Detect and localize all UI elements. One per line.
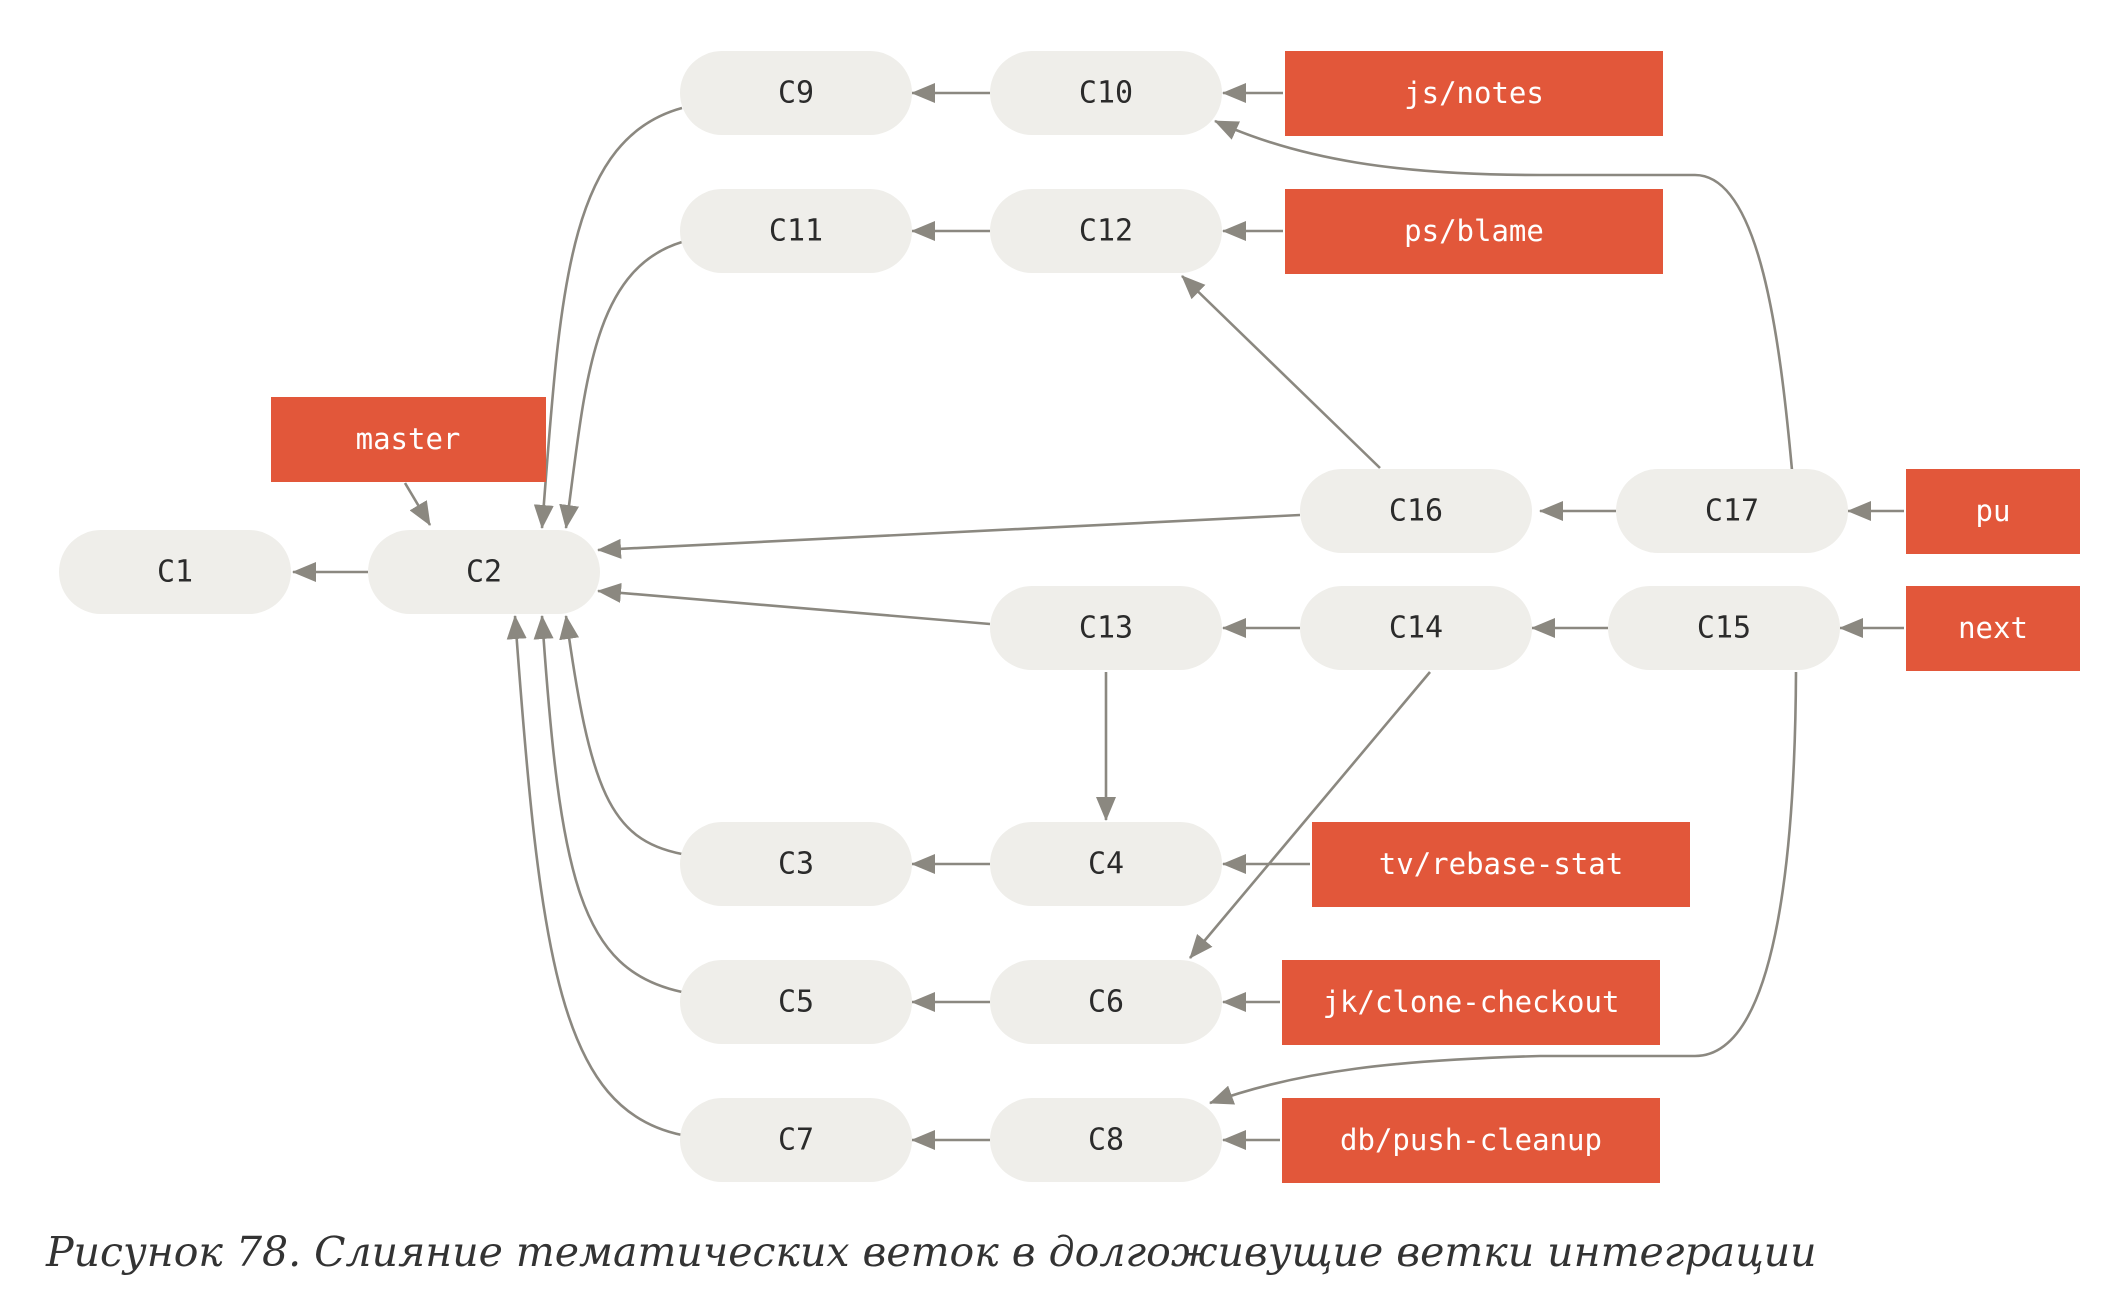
edge-c15-c8 xyxy=(1209,671,1798,1105)
commits: C1 C2 C3 C4 C5 C6 C7 C8 xyxy=(59,51,1848,1182)
commit-label: C12 xyxy=(1079,214,1133,249)
commit-c5[interactable]: C5 xyxy=(680,960,912,1044)
edge-c5-c2 xyxy=(533,615,683,994)
edge-c13-c2 xyxy=(597,582,991,626)
commit-c16[interactable]: C16 xyxy=(1300,469,1532,553)
commit-label: C11 xyxy=(769,214,823,249)
commit-c15[interactable]: C15 xyxy=(1608,586,1840,670)
commit-c12[interactable]: C12 xyxy=(990,189,1222,273)
commit-label: C3 xyxy=(778,847,814,882)
edge-c16-c12 xyxy=(1181,275,1381,469)
commit-label: C13 xyxy=(1079,611,1133,646)
commit-c11[interactable]: C11 xyxy=(680,189,912,273)
commit-label: C9 xyxy=(778,76,814,111)
branch-master[interactable]: master xyxy=(271,397,546,482)
branch-label: db/push-cleanup xyxy=(1340,1123,1602,1157)
commit-label: C7 xyxy=(778,1123,814,1158)
edge-c11-c2 xyxy=(559,240,683,529)
commit-c14[interactable]: C14 xyxy=(1300,586,1532,670)
branch-ps-blame[interactable]: ps/blame xyxy=(1285,189,1663,274)
branch-label: tv/rebase-stat xyxy=(1379,847,1623,881)
commit-label: C15 xyxy=(1697,611,1751,646)
branch-label: master xyxy=(356,422,461,456)
commit-label: C14 xyxy=(1389,611,1443,646)
commit-label: C5 xyxy=(778,985,814,1020)
branches: js/notes ps/blame master pu next tv/reba… xyxy=(271,51,2080,1183)
branch-pu[interactable]: pu xyxy=(1906,469,2080,554)
commit-label: C4 xyxy=(1088,847,1124,882)
commit-c7[interactable]: C7 xyxy=(680,1098,912,1182)
branch-tv-rebase-stat[interactable]: tv/rebase-stat xyxy=(1312,822,1690,907)
branch-js-notes[interactable]: js/notes xyxy=(1285,51,1663,136)
edge-c16-c2 xyxy=(597,513,1301,559)
branch-jk-clone-checkout[interactable]: jk/clone-checkout xyxy=(1282,960,1660,1045)
commit-label: C1 xyxy=(157,555,193,590)
branch-label: js/notes xyxy=(1404,76,1544,110)
commit-label: C17 xyxy=(1705,494,1759,529)
branch-next[interactable]: next xyxy=(1906,586,2080,671)
commit-c6[interactable]: C6 xyxy=(990,960,1222,1044)
branch-label: ps/blame xyxy=(1404,214,1544,248)
edge-master-c2 xyxy=(403,482,432,526)
commit-label: C8 xyxy=(1088,1123,1124,1158)
commit-label: C16 xyxy=(1389,494,1443,529)
edge-c7-c2 xyxy=(506,615,683,1137)
edge-c3-c2 xyxy=(559,615,683,856)
commit-c4[interactable]: C4 xyxy=(990,822,1222,906)
edge-c9-c2 xyxy=(533,106,683,529)
commit-label: C10 xyxy=(1079,76,1133,111)
commit-label: C2 xyxy=(466,555,502,590)
commit-c13[interactable]: C13 xyxy=(990,586,1222,670)
commit-c9[interactable]: C9 xyxy=(680,51,912,135)
commit-c8[interactable]: C8 xyxy=(990,1098,1222,1182)
commit-c17[interactable]: C17 xyxy=(1616,469,1848,553)
branch-label: jk/clone-checkout xyxy=(1323,985,1620,1019)
commit-c3[interactable]: C3 xyxy=(680,822,912,906)
figure-caption: Рисунок 78. Слияние тематических веток в… xyxy=(46,1228,1817,1276)
commit-c2[interactable]: C2 xyxy=(368,530,600,614)
branch-label: pu xyxy=(1976,494,2011,528)
edge-c17-c10 xyxy=(1214,119,1794,471)
commit-c1[interactable]: C1 xyxy=(59,530,291,614)
branch-db-push-cleanup[interactable]: db/push-cleanup xyxy=(1282,1098,1660,1183)
commit-label: C6 xyxy=(1088,985,1124,1020)
edges xyxy=(292,83,1904,1150)
edge-c14-c6 xyxy=(1189,671,1431,959)
branch-label: next xyxy=(1958,611,2028,645)
commit-c10[interactable]: C10 xyxy=(990,51,1222,135)
